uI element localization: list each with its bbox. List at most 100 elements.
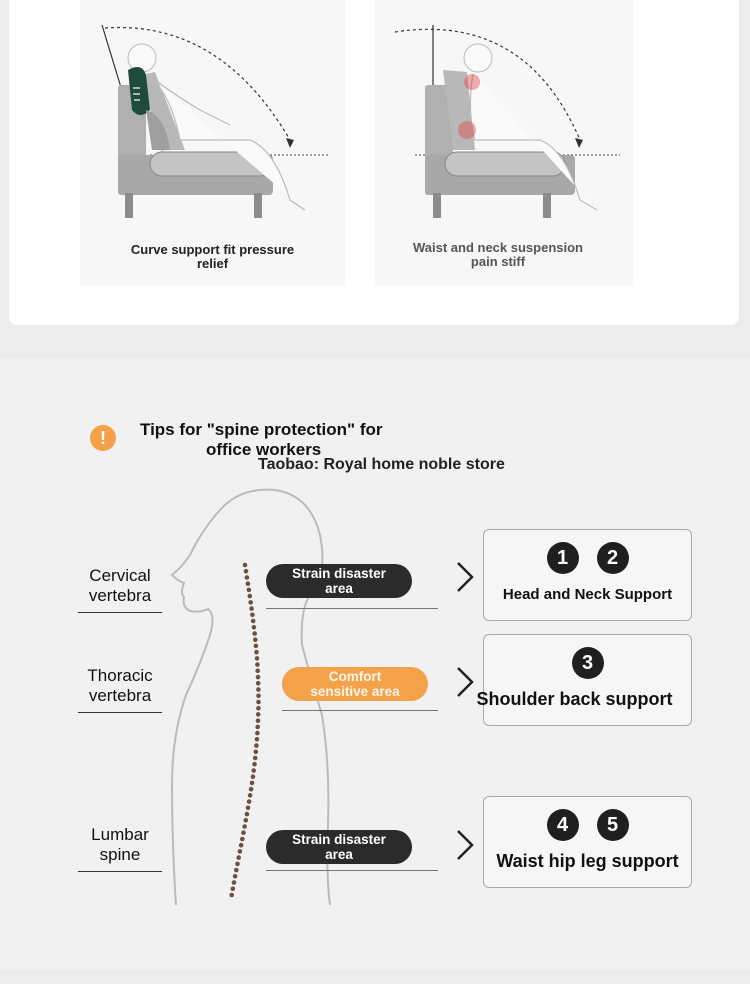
chevron-right-icon (457, 830, 474, 860)
box-waist-hip-leg-support: 4 5 Waist hip leg support (483, 796, 692, 888)
tips-title-line1: Tips for "spine protection" for (140, 420, 383, 439)
caption-suspension-pain: Waist and neck suspension pain stiff (412, 240, 583, 269)
box-head-neck-support: 1 2 Head and Neck Support (483, 529, 692, 621)
label-cervical: Cervical vertebra (78, 566, 162, 613)
pill-2-line1: Comfort (328, 669, 382, 684)
number-badge: 4 (546, 809, 579, 841)
spine-dot (255, 730, 260, 736)
spine-dots (229, 562, 261, 898)
box-3-numbers: 4 5 (484, 809, 691, 841)
number-badge: 5 (596, 809, 629, 841)
spine-dot (246, 587, 252, 593)
label-thoracic-line2: vertebra (88, 686, 152, 705)
spine-dot (253, 643, 259, 649)
spine-dot (240, 836, 245, 842)
tips-title: Tips for "spine protection" for office w… (140, 420, 410, 460)
illustration-suspension-pain (375, 0, 633, 285)
spine-dot (251, 768, 256, 773)
spine-dot (232, 874, 238, 879)
spine-dot (245, 581, 251, 586)
spine-dot (254, 743, 259, 748)
sitting-person-pain (394, 25, 620, 218)
spine-dot (250, 618, 256, 624)
underline-thoracic (282, 710, 438, 711)
spine-dot (238, 842, 244, 848)
spine-dot (254, 737, 260, 742)
label-cervical-line2: vertebra (88, 586, 152, 605)
label-lumbar-line1: Lumbar (91, 825, 149, 844)
spine-dot (244, 575, 250, 580)
spine-dot (234, 867, 239, 873)
pill-3-line1: Strain disaster (292, 832, 386, 847)
spine-dot (256, 699, 261, 705)
spine-dot (248, 786, 254, 792)
pill-strain-disaster-lumbar: Strain disaster area (266, 830, 412, 864)
label-cervical-line1: Cervical (89, 566, 151, 585)
spine-dot (247, 793, 253, 798)
spine-dot (256, 705, 261, 711)
number-badge: 2 (596, 542, 629, 574)
spine-dot (244, 811, 250, 817)
box-shoulder-back-support: 3 Shoulder back support (476, 634, 692, 726)
box-1-label: Head and Neck Support (502, 586, 673, 603)
pill-1-line2: area (325, 581, 353, 596)
spine-dot (229, 892, 234, 898)
label-thoracic: Thoracic vertebra (78, 666, 162, 713)
pill-strain-disaster-cervical: Strain disaster area (266, 564, 412, 598)
number-badge: 3 (571, 647, 604, 679)
chevron-right-icon (457, 667, 474, 697)
number-badge: 1 (546, 542, 579, 574)
spine-dot (237, 849, 243, 854)
spine-dot (245, 805, 251, 811)
box-1-numbers: 1 2 (484, 542, 691, 574)
spine-dot (254, 649, 259, 655)
store-name: Taobao: Royal home noble store (258, 456, 505, 473)
spine-dot (256, 687, 261, 692)
label-thoracic-line1: Thoracic (87, 666, 153, 685)
spine-dot (255, 674, 261, 680)
pill-comfort-thoracic: Comfort sensitive area (282, 667, 428, 701)
spine-dot (236, 855, 241, 860)
tips-title-line2: office workers (206, 440, 322, 459)
box-2-label: Shoulder back support (476, 689, 673, 709)
spine-dot (251, 625, 257, 630)
spine-dot (242, 824, 247, 829)
pill-2-line2: sensitive area (310, 684, 400, 699)
exclamation-icon: ! (90, 425, 116, 451)
spine-dot (252, 631, 257, 636)
spine-dot (253, 637, 258, 642)
box-2-numbers: 3 (484, 647, 691, 679)
spine-dot (231, 880, 237, 885)
spine-dot (253, 749, 259, 755)
spine-dot (255, 681, 261, 686)
illustration-curve-support (80, 0, 345, 285)
spine-dot (255, 668, 260, 674)
spine-dot (235, 861, 240, 867)
underline-lumbar (266, 870, 438, 871)
spine-dot (255, 724, 260, 730)
human-silhouette-icon (170, 488, 331, 905)
underline-cervical (266, 608, 438, 609)
spine-dot (243, 568, 249, 574)
spine-dot (230, 886, 236, 892)
spine-dot (241, 830, 246, 835)
sitting-person-with-cushion (101, 24, 330, 218)
spine-dot (255, 662, 260, 667)
spine-dot (249, 780, 255, 786)
spine-dot (247, 593, 253, 599)
pill-1-line1: Strain disaster (292, 566, 386, 581)
spine-dot (254, 656, 260, 661)
caption-curve-support: Curve support fit pressure relief (130, 242, 295, 271)
spine-dot (250, 612, 255, 618)
spine-dot (243, 818, 249, 823)
label-lumbar: Lumbar spine (78, 825, 162, 872)
chevron-right-icon (457, 562, 474, 592)
spine-dot (256, 693, 261, 699)
spine-dot (249, 606, 254, 611)
spine-dot (248, 600, 253, 605)
spine-dot (255, 712, 261, 717)
spine-dot (252, 761, 257, 767)
pill-3-line2: area (325, 847, 353, 862)
spine-dot (255, 718, 261, 723)
label-lumbar-line2: spine (99, 845, 141, 864)
